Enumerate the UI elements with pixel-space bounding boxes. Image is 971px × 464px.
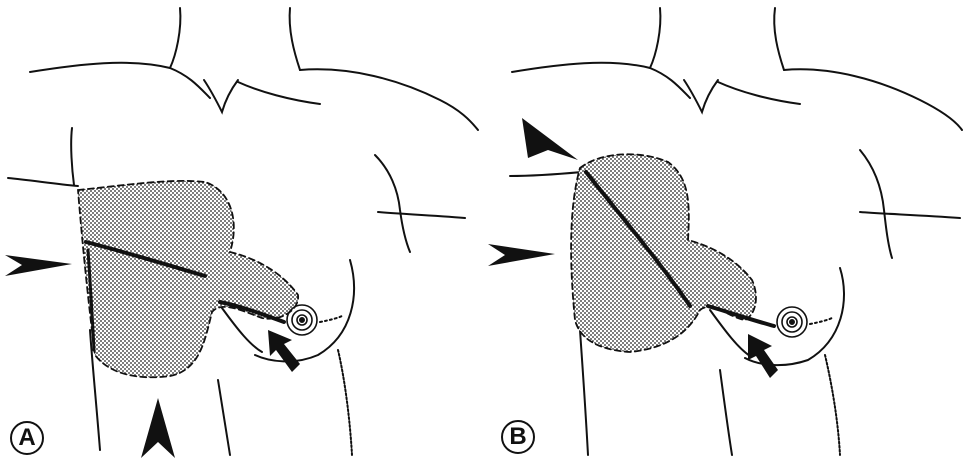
neck-left-line-a: [170, 8, 180, 68]
arm-line-a: [8, 178, 78, 186]
axilla-line-a: [378, 212, 465, 218]
neck-right-line-a: [290, 8, 300, 70]
torso-lower-right-b: [720, 370, 732, 455]
curved-arrow-icon: [268, 330, 300, 372]
panel-label-b: B: [501, 420, 535, 454]
torso-lower-left-b: [580, 330, 588, 455]
panel-label-a: A: [10, 421, 44, 455]
arrowhead-bottom-a: [141, 398, 175, 458]
arrowhead-topleft-b: [522, 118, 578, 160]
left-shoulder-line-a: [30, 63, 210, 98]
arm-right-lower-a: [338, 350, 352, 455]
torso-lower-right-a: [218, 380, 230, 455]
left-shoulder-line-b: [512, 63, 690, 98]
curved-arrow-icon: [748, 334, 778, 378]
arm-right-upper-b: [860, 150, 892, 258]
dotted-guide-a: [320, 316, 342, 322]
panel-b: [510, 8, 962, 455]
clavicle-right-b: [718, 82, 800, 104]
arrowhead-left-b: [488, 244, 555, 266]
torso-left-edge-a: [71, 128, 74, 185]
dotted-guide-b: [810, 318, 832, 324]
arrowhead-marker: [488, 118, 578, 266]
arm-right-lower-b: [825, 355, 840, 455]
areola-spiral-icon: [287, 305, 317, 335]
areola-spiral-icon: [777, 307, 807, 337]
neck-left-line-b: [650, 8, 660, 68]
right-shoulder-line-a: [300, 69, 478, 130]
axilla-line-b: [860, 212, 960, 218]
shaded-region-a: [78, 181, 298, 377]
right-shoulder-line-b: [784, 69, 962, 130]
arrowhead-left-a: [5, 255, 72, 276]
shaded-region-b: [571, 154, 756, 352]
neck-right-line-b: [774, 8, 784, 70]
panel-a: [8, 8, 478, 455]
arm-right-upper-a: [375, 155, 410, 252]
arm-line-b: [510, 172, 582, 176]
clavicle-right-a: [238, 82, 320, 104]
